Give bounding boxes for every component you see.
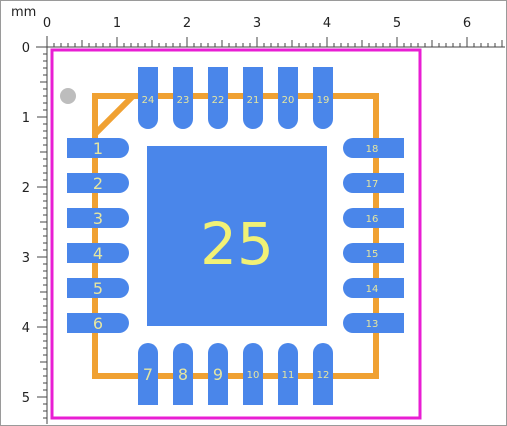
y-tick-label: 4 [22, 321, 30, 336]
pad-left-6[interactable]: 6 [67, 313, 129, 333]
x-tick-label: 4 [323, 16, 331, 31]
pad-bottom-8[interactable]: 8 [173, 343, 193, 405]
pad-top-23[interactable]: 23 [173, 67, 193, 129]
ruler-unit-label: mm [11, 5, 36, 20]
pad-label: 4 [93, 244, 103, 263]
y-tick-label: 3 [22, 251, 30, 266]
pad-label: 23 [177, 95, 190, 106]
pad-label: 14 [366, 284, 379, 295]
center-pad-label: 25 [200, 210, 274, 278]
pad-bottom-7[interactable]: 7 [138, 343, 158, 405]
pad-right-14[interactable]: 14 [343, 278, 404, 298]
pad-label: 24 [142, 95, 155, 106]
circle-dot-icon [60, 88, 76, 104]
pad-bottom-9[interactable]: 9 [208, 343, 228, 405]
pad-bottom-10[interactable]: 10 [243, 343, 263, 405]
pad-label: 12 [317, 370, 330, 381]
pad-right-15[interactable]: 15 [343, 243, 404, 263]
pad-label: 5 [93, 279, 103, 298]
pad-label: 7 [143, 365, 153, 384]
pad-label: 21 [247, 95, 260, 106]
pad-right-16[interactable]: 16 [343, 208, 404, 228]
pad-label: 8 [178, 365, 188, 384]
pad-left-5[interactable]: 5 [67, 278, 129, 298]
x-tick-label: 6 [463, 16, 471, 31]
courtyard-outline [50, 48, 422, 420]
pad-left-3[interactable]: 3 [67, 208, 129, 228]
pad-label: 6 [93, 314, 103, 333]
pad-label: 9 [213, 365, 223, 384]
pad-label: 18 [366, 144, 379, 155]
pad-top-20[interactable]: 20 [278, 67, 298, 129]
center-pad[interactable] [147, 146, 327, 326]
pad-label: 2 [93, 174, 103, 193]
pad-right-17[interactable]: 17 [343, 173, 404, 193]
y-tick-label: 5 [22, 391, 30, 406]
x-tick-label: 5 [393, 16, 401, 31]
x-tick-label: 2 [183, 16, 191, 31]
y-tick-label: 2 [22, 181, 30, 196]
y-tick-marks [37, 46, 47, 419]
pad-left-2[interactable]: 2 [67, 173, 129, 193]
pad-label: 1 [93, 139, 103, 158]
pad-bottom-11[interactable]: 11 [278, 343, 298, 405]
x-tick-label: 3 [253, 16, 261, 31]
y-tick-labels: 0 1 2 3 4 5 [22, 41, 30, 406]
pad-label: 13 [366, 319, 379, 330]
y-tick-label: 1 [22, 111, 30, 126]
pad-label: 15 [366, 249, 379, 260]
pad-bottom-12[interactable]: 12 [313, 343, 333, 405]
pad-left-1[interactable]: 1 [67, 138, 129, 158]
pad-right-18[interactable]: 18 [343, 138, 404, 158]
pad-top-21[interactable]: 21 [243, 67, 263, 129]
y-tick-label: 0 [22, 41, 30, 56]
x-tick-marks [46, 37, 503, 47]
pad-label: 17 [366, 179, 379, 190]
pad-left-4[interactable]: 4 [67, 243, 129, 263]
x-tick-labels: 0 1 2 3 4 5 6 [43, 16, 471, 31]
pad-top-19[interactable]: 19 [313, 67, 333, 129]
pad-label: 19 [317, 95, 330, 106]
pad-label: 11 [282, 370, 295, 381]
pad-label: 3 [93, 209, 103, 228]
x-tick-label: 0 [43, 16, 51, 31]
pad-label: 20 [282, 95, 295, 106]
pad-label: 16 [366, 214, 379, 225]
pad-label: 10 [247, 370, 260, 381]
pad-right-13[interactable]: 13 [343, 313, 404, 333]
pad-label: 22 [212, 95, 225, 106]
x-tick-label: 1 [113, 16, 121, 31]
pad-top-24[interactable]: 24 [138, 67, 158, 129]
pad-top-22[interactable]: 22 [208, 67, 228, 129]
